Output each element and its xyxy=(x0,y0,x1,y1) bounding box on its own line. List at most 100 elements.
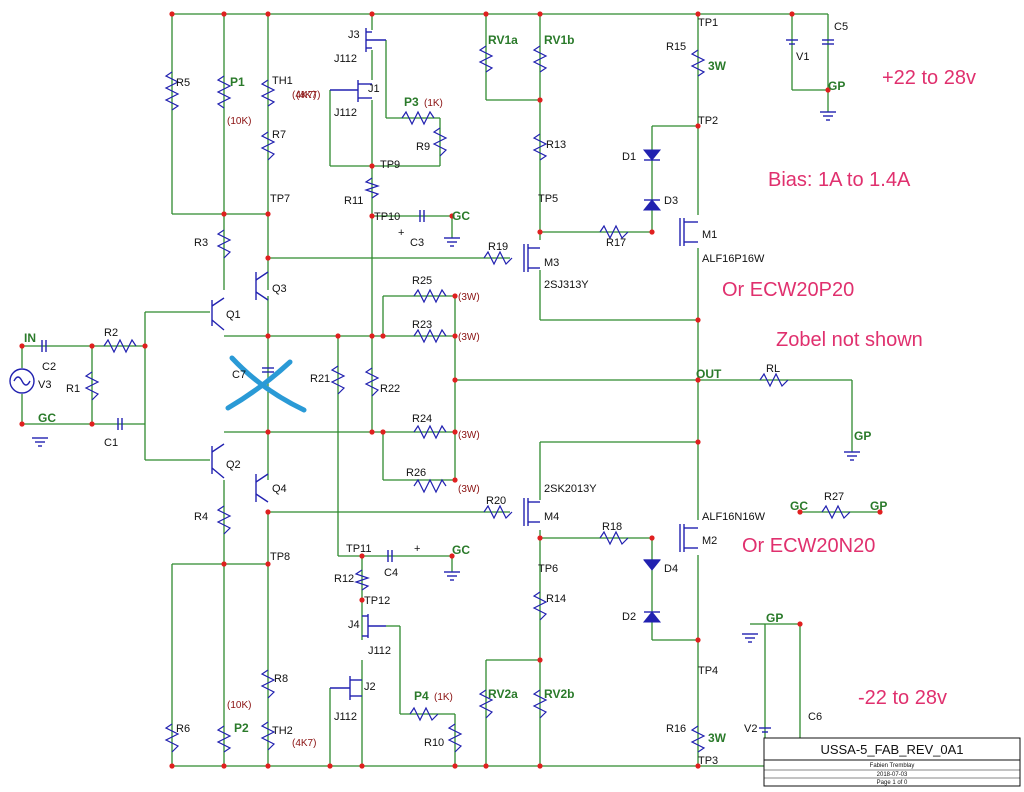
label-r16-power: 3W xyxy=(708,731,727,745)
label-c3: C3 xyxy=(410,237,424,249)
label-rv2b: RV2b xyxy=(544,687,574,701)
value-j1-area: (4K7) xyxy=(296,90,320,101)
label-r4: R4 xyxy=(194,511,208,523)
label-tp3: TP3 xyxy=(698,755,718,767)
label-gp-bottom: GP xyxy=(766,611,783,625)
wires xyxy=(21,13,880,767)
ground-symbols xyxy=(32,111,860,643)
label-v1: V1 xyxy=(796,51,809,63)
label-rl: RL xyxy=(766,363,780,375)
label-tp8: TP8 xyxy=(270,551,290,563)
annotations: +22 to 28v Bias: 1A to 1.4A Or ECW20P20 … xyxy=(722,67,976,709)
label-p2: P2 xyxy=(234,721,249,735)
label-d3: D3 xyxy=(664,195,678,207)
label-c5: C5 xyxy=(834,21,848,33)
value-p1: (10K) xyxy=(227,116,251,127)
label-r10: R10 xyxy=(424,737,444,749)
label-tp11: TP11 xyxy=(346,543,371,555)
value-th2: (4K7) xyxy=(292,738,316,749)
label-tp4: TP4 xyxy=(698,665,718,677)
label-rv2a: RV2a xyxy=(488,687,518,701)
label-m1: M1 xyxy=(702,229,717,241)
label-th1: TH1 xyxy=(272,75,293,87)
label-c4-plus: + xyxy=(414,543,420,555)
label-m3-part: 2SJ313Y xyxy=(544,279,589,291)
label-tp5: TP5 xyxy=(538,193,558,205)
label-r8: R8 xyxy=(274,673,288,685)
label-p4: P4 xyxy=(414,689,429,703)
label-rv1b: RV1b xyxy=(544,33,574,47)
component-labels: R5 P1 (10K) TH1 (4K7) R7 TP7 R3 Q3 Q1 Q2… xyxy=(24,17,887,767)
label-th2: TH2 xyxy=(272,725,293,737)
label-gc-c3: GC xyxy=(452,209,470,223)
label-r23: R23 xyxy=(412,319,432,331)
title-block-date: 2018-07-03 xyxy=(877,772,908,778)
title-block-page: Page 1 of 0 xyxy=(877,780,908,786)
value-th1: (4K7) xyxy=(292,90,316,101)
junction-dots xyxy=(19,11,883,769)
label-r15: R15 xyxy=(666,41,686,53)
resistors xyxy=(84,45,706,753)
label-gc-r27: GC xyxy=(790,499,808,513)
value-r24: (3W) xyxy=(458,430,480,441)
label-c3-plus: + xyxy=(398,227,404,239)
label-p3: P3 xyxy=(404,95,419,109)
label-q4: Q4 xyxy=(272,483,287,495)
title-block: USSA-5_FAB_REV_0A1 Fabien Tremblay 2018-… xyxy=(763,737,1021,787)
title-block-author: Fabien Tremblay xyxy=(870,763,915,769)
note-negative-supply: -22 to 28v xyxy=(858,687,947,709)
label-j2: J2 xyxy=(364,681,376,693)
label-j112-b: J112 xyxy=(334,107,357,119)
label-j112-a: J112 xyxy=(334,53,357,65)
value-p3: (1K) xyxy=(424,98,443,109)
label-m4: M4 xyxy=(544,511,559,523)
label-r11: R11 xyxy=(344,195,363,207)
label-r14: R14 xyxy=(546,593,566,605)
label-tp10: TP10 xyxy=(374,211,400,223)
label-v2: V2 xyxy=(744,723,757,735)
label-m2: M2 xyxy=(702,535,717,547)
label-c4: C4 xyxy=(384,567,398,579)
label-c7: C7 xyxy=(232,369,246,381)
label-d2: D2 xyxy=(622,611,636,623)
label-r20: R20 xyxy=(486,495,506,507)
note-zobel: Zobel not shown xyxy=(776,329,923,351)
value-p4: (1K) xyxy=(434,692,453,703)
label-p1: P1 xyxy=(230,75,245,89)
label-r2: R2 xyxy=(104,327,118,339)
label-r26: R26 xyxy=(406,467,426,479)
label-r18: R18 xyxy=(602,521,622,533)
value-r23: (3W) xyxy=(458,332,480,343)
cross-mark xyxy=(225,355,307,413)
label-r22: R22 xyxy=(380,383,400,395)
label-r7: R7 xyxy=(272,129,286,141)
label-q2: Q2 xyxy=(226,459,241,471)
value-r26: (3W) xyxy=(458,484,480,495)
label-q1: Q1 xyxy=(226,309,241,321)
label-gp-rl: GP xyxy=(854,429,871,443)
label-r24: R24 xyxy=(412,413,432,425)
label-in: IN xyxy=(24,331,36,345)
label-m3: M3 xyxy=(544,257,559,269)
label-gc-c4: GC xyxy=(452,543,470,557)
label-r13: R13 xyxy=(546,139,566,151)
label-d4: D4 xyxy=(664,563,678,575)
label-gc-input: GC xyxy=(38,411,56,425)
label-j112-d: J112 xyxy=(334,711,357,723)
label-v3: V3 xyxy=(38,379,51,391)
label-r3: R3 xyxy=(194,237,208,249)
diodes xyxy=(642,149,662,623)
label-j112-c: J112 xyxy=(368,645,391,657)
label-c6: C6 xyxy=(808,711,822,723)
label-r9: R9 xyxy=(416,141,430,153)
note-bias: Bias: 1A to 1.4A xyxy=(768,169,911,191)
label-tp6: TP6 xyxy=(538,563,558,575)
note-positive-supply: +22 to 28v xyxy=(882,67,976,89)
label-r19: R19 xyxy=(488,241,508,253)
label-tp2: TP2 xyxy=(698,115,718,127)
label-r15-power: 3W xyxy=(708,59,727,73)
label-tp1: TP1 xyxy=(698,17,718,29)
label-j3: J3 xyxy=(348,29,360,41)
label-m4-part: 2SK2013Y xyxy=(544,483,597,495)
